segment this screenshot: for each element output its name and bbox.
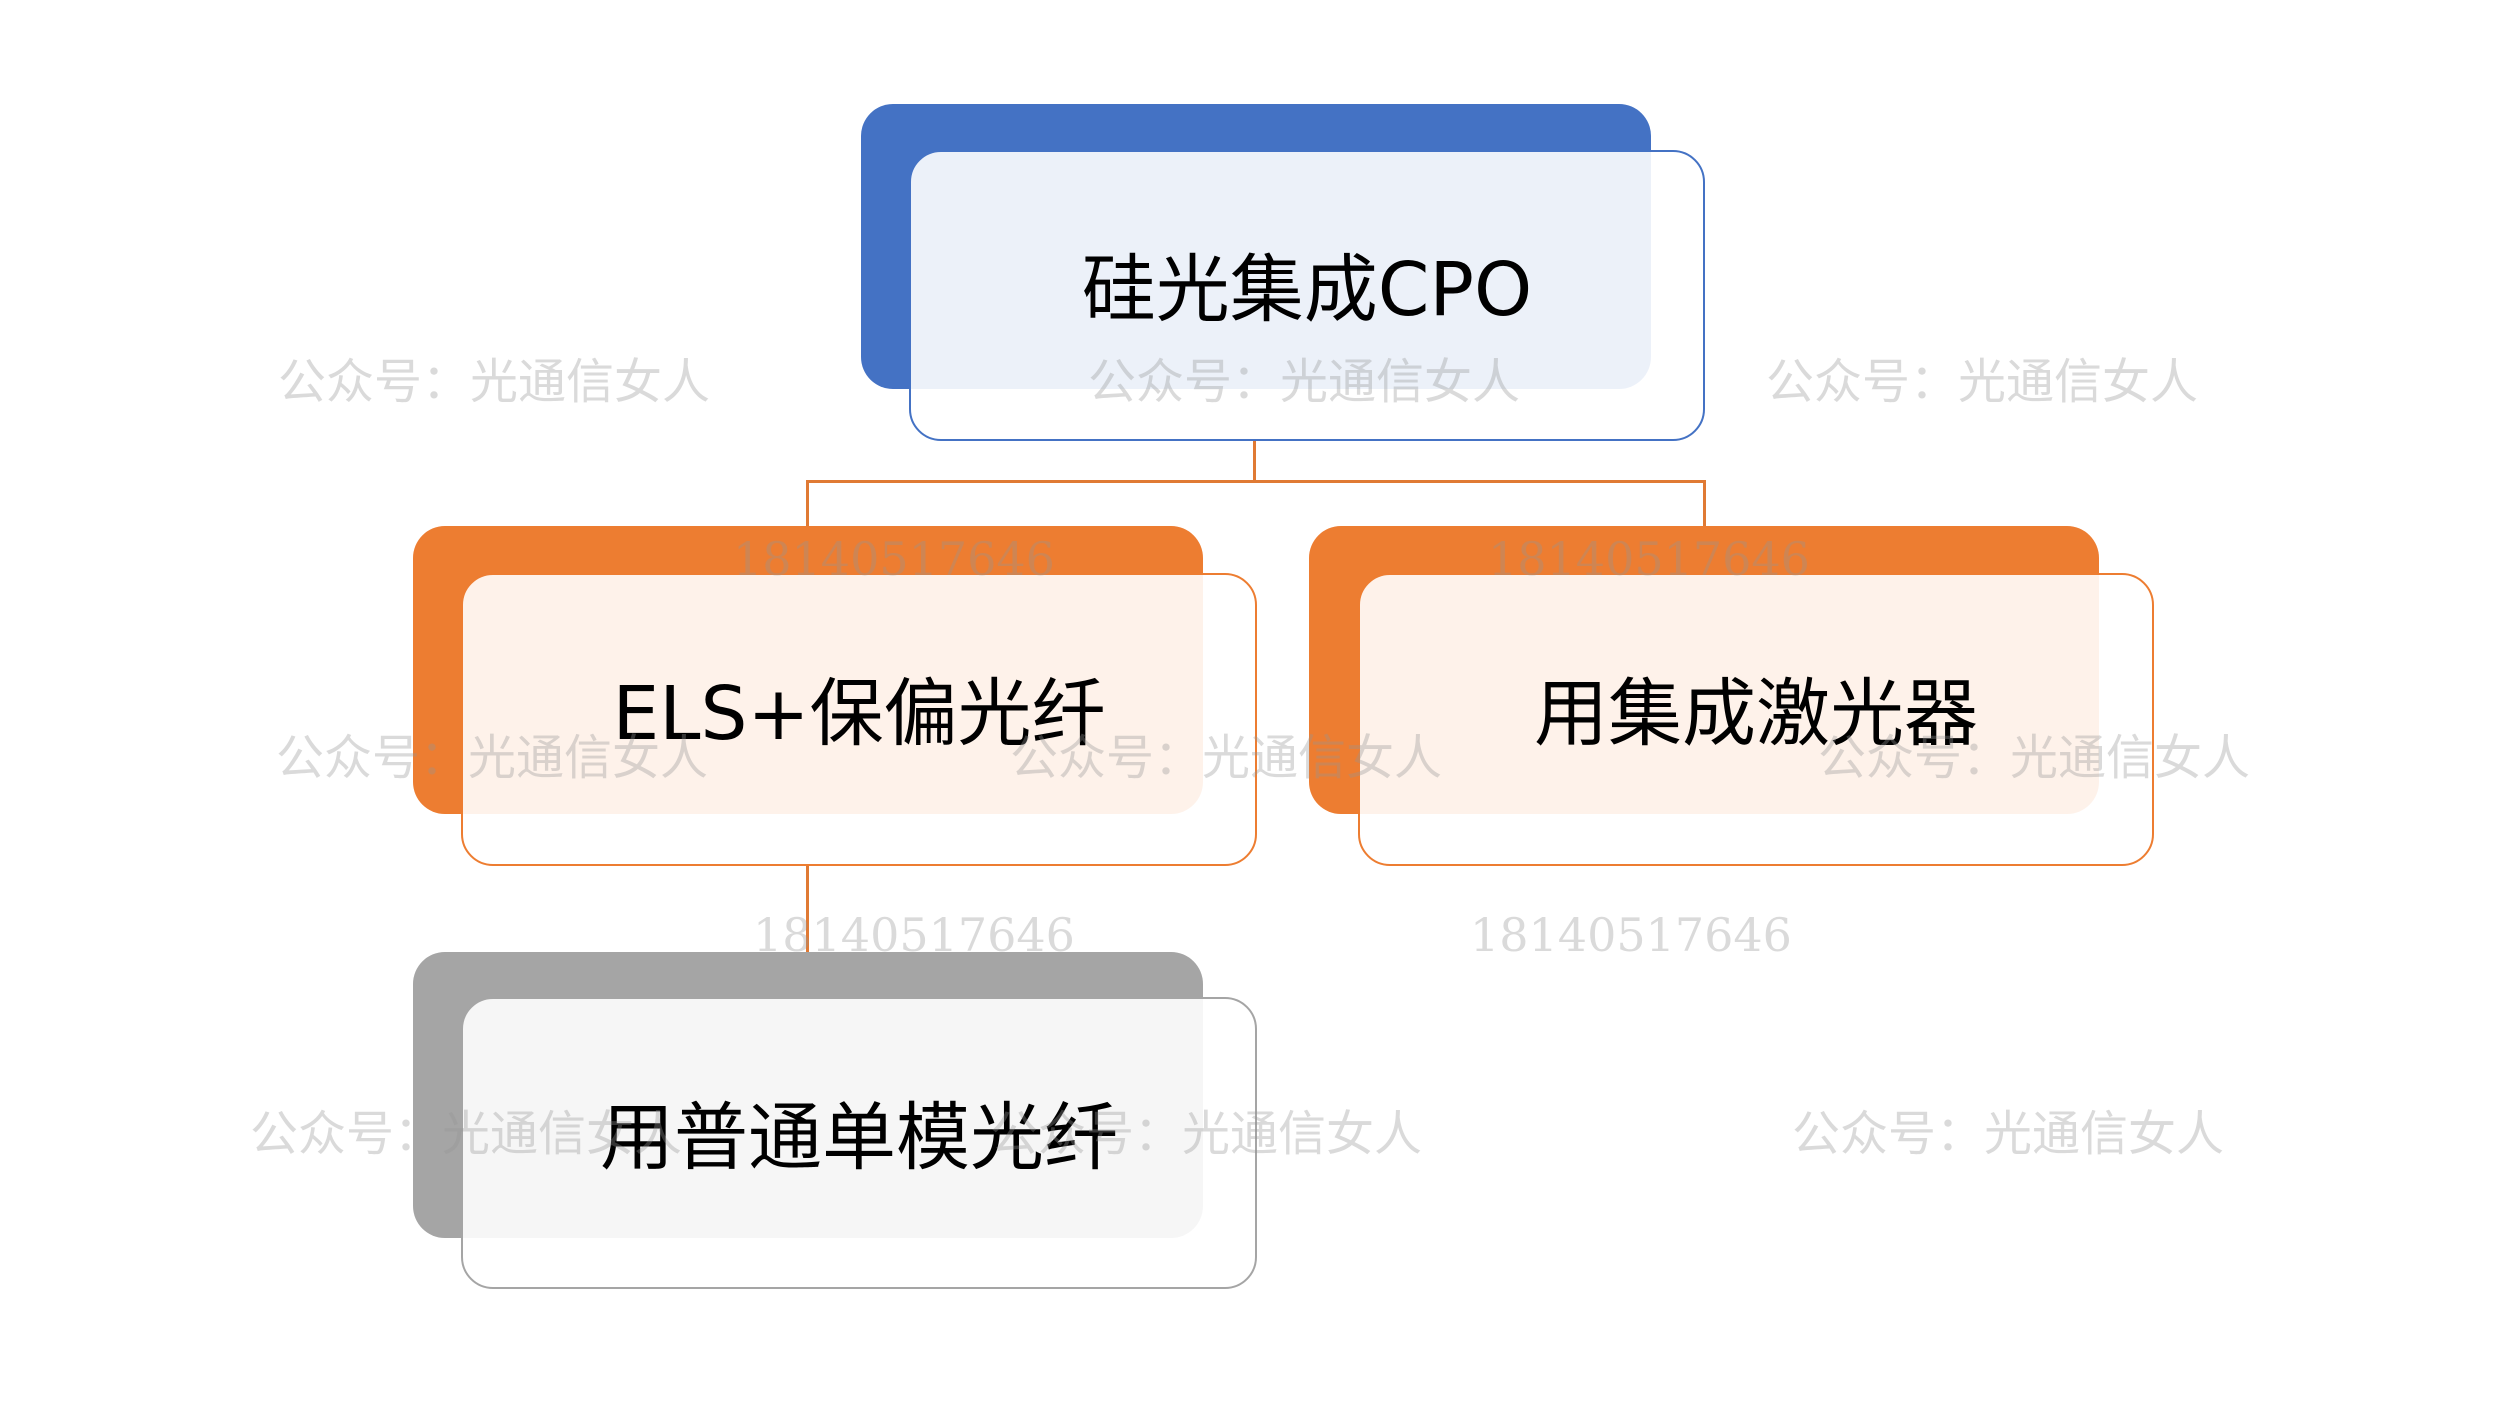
connector-root-down	[1253, 440, 1256, 482]
watermark-phone: 18140517646	[753, 908, 1075, 962]
watermark: 公众号：光通信女人	[276, 730, 709, 786]
left-node-label: ELS+保偏光纤	[612, 671, 1106, 757]
right-node-label: 用集成激光器	[1534, 671, 1978, 757]
watermark-phone: 18140517646	[1470, 908, 1792, 962]
watermark: 公众号：光通信女人	[1818, 730, 2251, 786]
watermark: 公众号：光通信女人	[250, 1106, 683, 1162]
connector-left-bottom	[806, 866, 809, 954]
watermark: 公众号：光通信女人	[990, 1106, 1423, 1162]
left-node: ELS+保偏光纤	[461, 573, 1257, 866]
root-node: 硅光集成CPO	[909, 150, 1705, 441]
bottom-node-label: 用普通单模光纤	[600, 1094, 1118, 1181]
connector-right-down	[1703, 480, 1706, 528]
connector-horizontal	[806, 480, 1706, 483]
right-node: 用集成激光器	[1358, 573, 2154, 866]
root-node-label: 硅光集成CPO	[1081, 247, 1533, 333]
watermark: 公众号：光通信女人	[1010, 730, 1443, 786]
bottom-node: 用普通单模光纤	[461, 997, 1257, 1289]
watermark: 公众号：光通信女人	[1792, 1106, 2225, 1162]
watermark-phone: 18140517646	[1488, 532, 1810, 586]
watermark: 公众号：光通信女人	[1766, 354, 2199, 410]
connector-left-down	[806, 480, 809, 528]
watermark: 公众号：光通信女人	[278, 354, 711, 410]
watermark-phone: 18140517646	[733, 532, 1055, 586]
watermark: 公众号：光通信女人	[1088, 354, 1521, 410]
